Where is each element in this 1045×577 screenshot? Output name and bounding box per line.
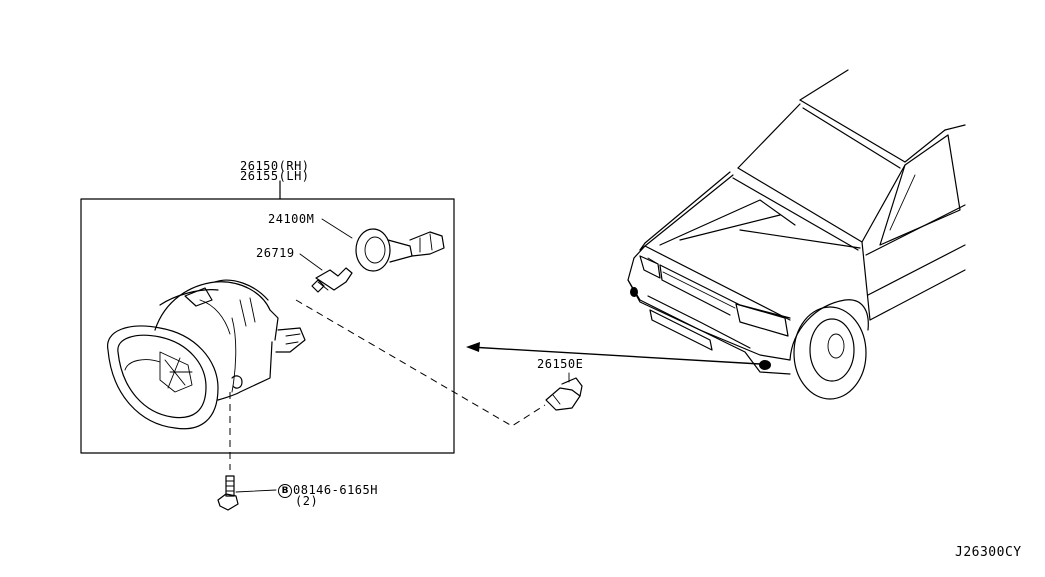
location-arrow bbox=[469, 346, 761, 365]
label-clip: 26150E bbox=[537, 357, 584, 371]
label-fog-lamp-rh: 26150(RH) bbox=[240, 159, 310, 173]
fog-lamp-drawing bbox=[107, 279, 306, 430]
assembly-frame bbox=[80, 198, 455, 454]
label-socket: 24100M bbox=[268, 212, 315, 226]
label-fog-lamp-lh: 26155(LH) bbox=[240, 169, 310, 183]
clip-drawing bbox=[545, 372, 583, 411]
dashed-line-mount bbox=[295, 299, 546, 427]
socket-drawing bbox=[321, 218, 445, 272]
label-bolt-part: 08146-6165H bbox=[293, 483, 378, 497]
bolt-symbol-icon: B bbox=[278, 484, 292, 498]
vehicle-drawing bbox=[627, 69, 966, 400]
diagram-code: J26300CY bbox=[955, 545, 1022, 560]
label-bolt-qty: (2) bbox=[295, 494, 319, 508]
bulb-drawing bbox=[299, 253, 353, 293]
bolt-drawing bbox=[217, 475, 277, 511]
label-bulb: 26719 bbox=[256, 246, 295, 260]
